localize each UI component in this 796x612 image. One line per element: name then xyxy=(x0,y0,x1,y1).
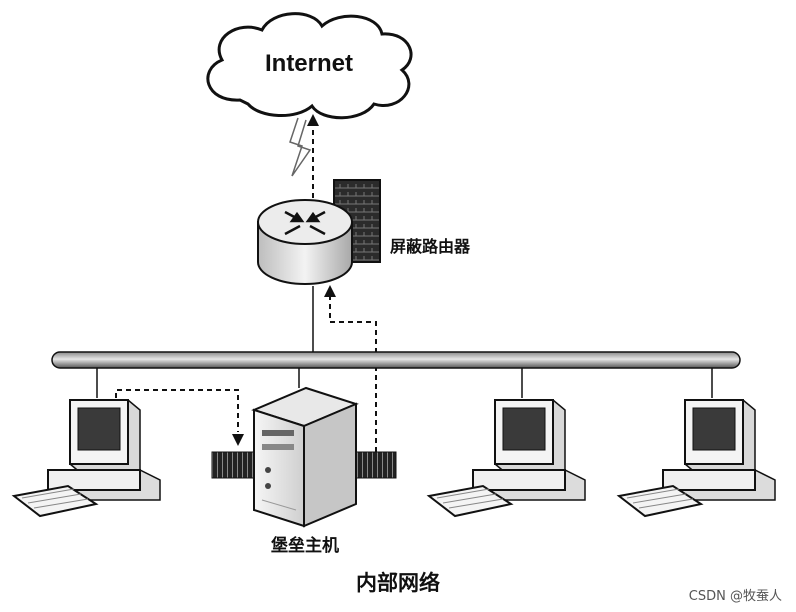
drive-bay xyxy=(262,430,294,436)
uplink xyxy=(289,114,319,198)
network-bus xyxy=(51,351,741,369)
cpu-box xyxy=(662,469,756,491)
bastion-label: 堡垒主机 xyxy=(271,535,339,556)
workstation-1 xyxy=(11,399,161,518)
monitor-screen xyxy=(502,407,546,451)
keyboard-icon xyxy=(616,484,704,518)
internet-label: Internet xyxy=(265,50,353,77)
power-led xyxy=(265,483,271,489)
workstation-to-bastion-path xyxy=(115,389,244,446)
router-top xyxy=(257,199,353,245)
fence-right-icon xyxy=(351,451,397,479)
cloud-shape xyxy=(206,12,413,120)
drive-bay xyxy=(262,444,294,450)
router-label: 屏蔽路由器 xyxy=(390,237,471,256)
workstation-2 xyxy=(426,399,586,518)
fence-left-icon xyxy=(211,451,257,479)
network-caption: 内部网络 xyxy=(356,571,440,595)
workstation-3 xyxy=(616,399,776,518)
screening-router: 屏蔽路由器 xyxy=(257,179,471,285)
cpu-box xyxy=(472,469,566,491)
keyboard-icon xyxy=(11,484,99,518)
monitor-screen xyxy=(692,407,736,451)
monitor-screen xyxy=(77,407,121,451)
arrow-up-icon xyxy=(324,285,336,297)
keyboard-icon xyxy=(426,484,514,518)
router-arrows-icon xyxy=(284,210,326,236)
lightning-icon xyxy=(289,117,312,177)
bus-drop-lines xyxy=(96,368,713,398)
cpu-box xyxy=(47,469,141,491)
arrow-down-icon xyxy=(232,434,244,446)
server-tower xyxy=(253,408,305,528)
power-led xyxy=(265,467,271,473)
watermark: CSDN @牧蚕人 xyxy=(689,589,782,604)
bastion-to-router-path xyxy=(324,285,377,452)
arrow-up-icon xyxy=(307,114,319,126)
internet-cloud: Internet xyxy=(206,12,413,120)
bastion-host: 堡垒主机 xyxy=(211,386,397,556)
